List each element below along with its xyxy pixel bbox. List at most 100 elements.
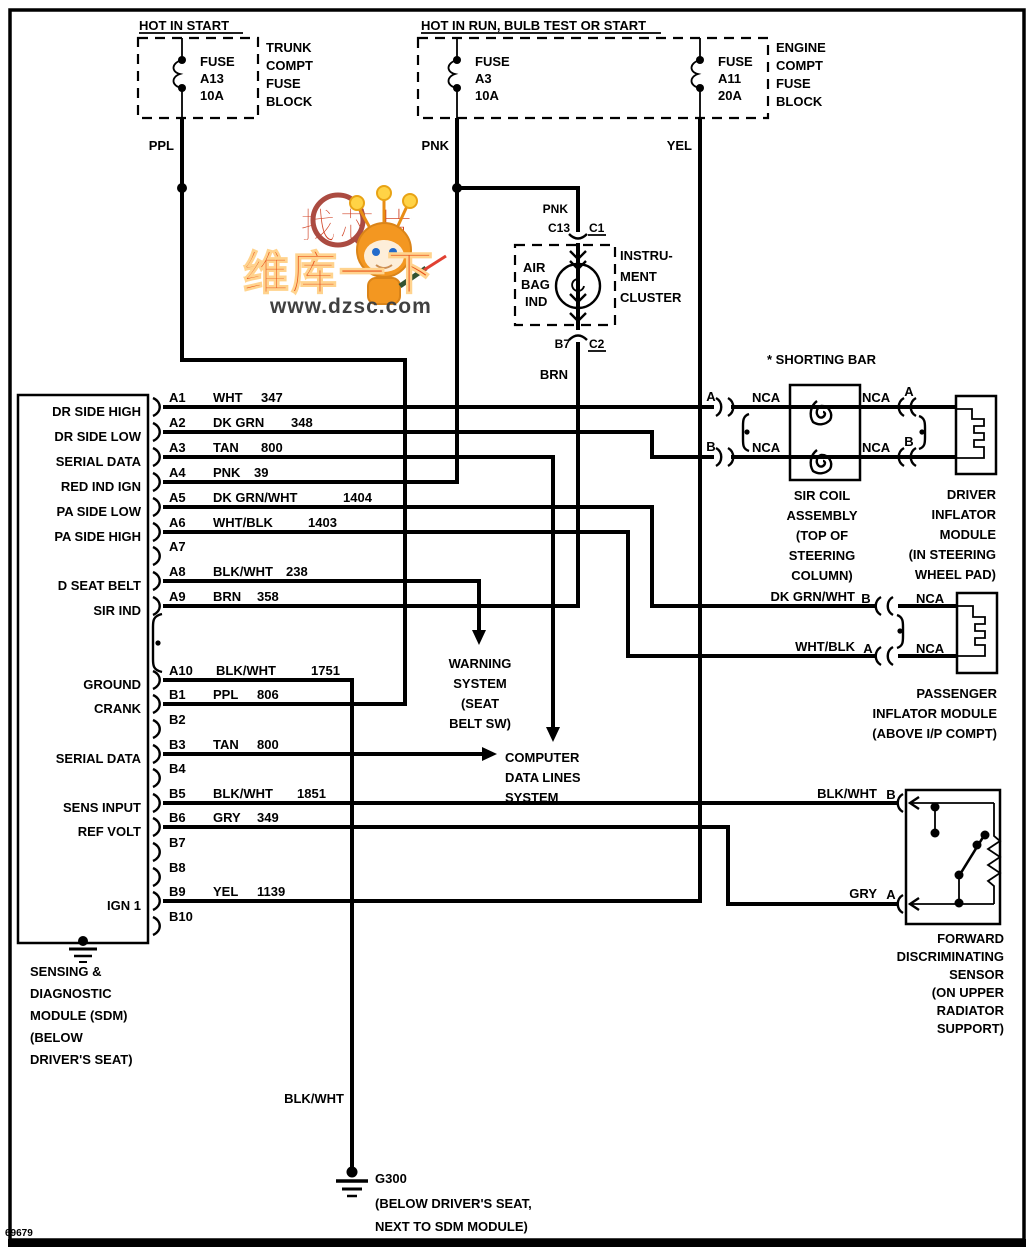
- connector-arc-icon: [896, 893, 904, 915]
- terminal-letter: B: [706, 439, 715, 454]
- sdm-pin-a5: A5 DK GRN/WHT 1404 PA SIDE LOW: [57, 490, 373, 519]
- terminal-letter: A: [863, 641, 873, 656]
- shorting-bar-bracket-icon: [741, 412, 750, 453]
- component-name: WHEEL PAD): [915, 567, 996, 582]
- sir-coil-assembly: * SHORTING BAR A B NCA NCA NCA NCA A B S…: [706, 352, 927, 583]
- ground-location: NEXT TO SDM MODULE): [375, 1219, 528, 1234]
- wire-color-label: PPL: [213, 687, 238, 702]
- pin-id: A10: [169, 663, 193, 678]
- component-name: RADIATOR: [937, 1003, 1005, 1018]
- wire-color-label: DK GRN/WHT: [771, 589, 856, 604]
- connector-arc-icon: [874, 645, 882, 667]
- connector-arc-icon: [715, 446, 723, 468]
- sdm-name: MODULE (SDM): [30, 1008, 128, 1023]
- pin-id: B4: [169, 761, 186, 776]
- sdm-pin-a6: A6 WHT/BLK 1403 PA SIDE HIGH: [54, 515, 337, 544]
- passenger-inflator-module: DK GRN/WHT B WHT/BLK A NCA NCA PASSENGER…: [771, 589, 999, 741]
- system-name: (SEAT: [461, 696, 499, 711]
- sdm-pin-b5: B5 BLK/WHT 1851 SENS INPUT: [63, 786, 326, 815]
- mascot-icon: [349, 185, 447, 305]
- block-name: BLOCK: [776, 94, 823, 109]
- cluster-name: MENT: [620, 269, 657, 284]
- connector-arc-icon: [727, 396, 735, 418]
- terminal-letter: A: [706, 389, 716, 404]
- pin-label: C13: [548, 221, 570, 235]
- pin-connector-icon: [152, 545, 161, 567]
- pin-function: RED IND IGN: [61, 479, 141, 494]
- circuit-number: 1851: [297, 786, 326, 801]
- pin-label: B7: [555, 337, 571, 351]
- block-name: COMPT: [776, 58, 823, 73]
- pin-connector-icon: [152, 743, 161, 765]
- circuit-number: 1403: [308, 515, 337, 530]
- fuse-rating: 20A: [718, 88, 742, 103]
- pin-id: A1: [169, 390, 186, 405]
- circuit-number: 1404: [343, 490, 373, 505]
- wire-color-label: DK GRN/WHT: [213, 490, 298, 505]
- pin-function: GROUND: [83, 677, 141, 692]
- sdm-pin-a8: A8 BLK/WHT 238 D SEAT BELT: [58, 564, 308, 593]
- junction-dot: [452, 183, 462, 193]
- fuse-id: A3: [475, 71, 492, 86]
- sdm-name: SENSING &: [30, 964, 102, 979]
- trunk-fuse-block: HOT IN START FUSE A13 10A TRUNK COMPT FU…: [136, 18, 313, 153]
- sdm-pin-b9: B9 YEL 1139 IGN 1: [107, 884, 285, 913]
- circuit-number: 800: [257, 737, 279, 752]
- sdm-pin-b8: B8: [152, 860, 186, 888]
- wire-color-label: BLK/WHT: [213, 786, 273, 801]
- pin-connector-icon: [152, 792, 161, 814]
- fuse-box-outline: [136, 36, 260, 120]
- pin-connector-icon: [152, 595, 161, 617]
- sdm-pin-b6: B6 GRY 349 REF VOLT: [78, 810, 279, 839]
- coil-spiral-icon: [809, 400, 833, 426]
- sdm-pin-a7: A7: [152, 539, 186, 567]
- circuit-number: 348: [291, 415, 313, 430]
- watermark-url: www.dzsc.com: [269, 295, 432, 318]
- arrow-down-icon: [546, 727, 560, 742]
- block-name: BLOCK: [266, 94, 313, 109]
- sdm-name: DIAGNOSTIC: [30, 986, 112, 1001]
- sdm-pin-a3: A3 TAN 800 SERIAL DATA: [56, 440, 283, 469]
- connector-arc-icon: [715, 396, 723, 418]
- wire-color-label: BLK/WHT: [284, 1091, 344, 1106]
- ground-icon: [336, 1179, 368, 1198]
- pin-id: A8: [169, 564, 186, 579]
- component-name: DRIVER: [947, 487, 997, 502]
- cluster-name: INSTRU-: [620, 248, 673, 263]
- pin-function: DR SIDE LOW: [54, 429, 141, 444]
- connector-arc-icon: [909, 446, 917, 468]
- pin-id: B2: [169, 712, 186, 727]
- system-name: WARNING: [449, 656, 512, 671]
- component-name: INFLATOR MODULE: [873, 706, 998, 721]
- pin-id: A7: [169, 539, 186, 554]
- magnifier-icon: [310, 192, 366, 248]
- shorting-bar-bracket-icon: [918, 414, 927, 451]
- wire-color-label: TAN: [213, 440, 239, 455]
- fuse-element-icon: [690, 59, 702, 89]
- component-name: (ON UPPER: [932, 985, 1005, 1000]
- block-name: TRUNK: [266, 40, 312, 55]
- wire-color-label: BRN: [213, 589, 241, 604]
- sdm-pin-b1: B1 PPL 806 CRANK: [94, 687, 279, 716]
- pin-id: B1: [169, 687, 186, 702]
- indicator-label: IND: [525, 294, 547, 309]
- connector-arc-icon: [874, 595, 882, 617]
- sdm-pin-b10: B10: [152, 909, 193, 937]
- instrument-cluster: PNK C13 C1 AIR BAG IND INSTRU- MENT CLUS…: [513, 202, 682, 382]
- connector-arc-icon: [568, 334, 588, 341]
- g300-ground: BLK/WHT G300 (BELOW DRIVER'S SEAT, NEXT …: [284, 1091, 532, 1234]
- sensor-switch-icon: [954, 830, 990, 908]
- fuse-rating: 10A: [475, 88, 499, 103]
- sdm-pins: A1 WHT 347 DR SIDE HIGH A2 DK GRN 348 DR…: [52, 390, 373, 937]
- warning-system-ref: WARNING SYSTEM (SEAT BELT SW): [449, 656, 512, 731]
- system-name: COMPUTER: [505, 750, 580, 765]
- pin-function: PA SIDE HIGH: [54, 529, 141, 544]
- pin-connector-icon: [152, 866, 161, 888]
- circuit-number: 349: [257, 810, 279, 825]
- wire-color-label: GRY: [213, 810, 241, 825]
- circuit-number: 358: [257, 589, 279, 604]
- wire-color-label: PNK: [543, 202, 569, 216]
- fuse-name: FUSE: [200, 54, 235, 69]
- shorting-bar-bracket-icon: [151, 612, 163, 674]
- pin-connector-icon: [152, 471, 161, 493]
